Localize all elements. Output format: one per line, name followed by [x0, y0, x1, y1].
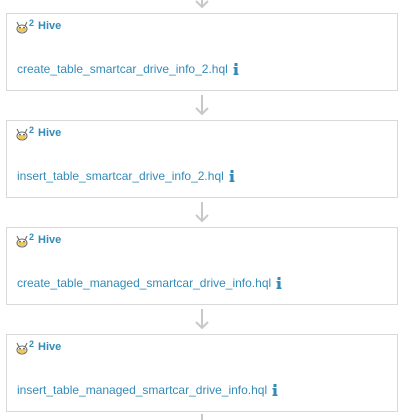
connector-arrow-icon [193, 309, 211, 331]
node-type-label: Hive [38, 20, 62, 32]
node-body: create_table_smartcar_drive_info_2.hql [17, 62, 239, 76]
node-header: 2 Hive [14, 340, 61, 358]
info-icon[interactable] [233, 63, 239, 75]
workflow-node-1[interactable]: 2 Hive create_table_smartcar_drive_info_… [6, 13, 398, 91]
hive-bee-icon [14, 341, 30, 357]
hive-bee-icon [14, 20, 30, 36]
node-body: create_table_managed_smartcar_drive_info… [17, 276, 282, 290]
node-badge: 2 [29, 125, 35, 135]
workflow-node-2[interactable]: 2 Hive insert_table_smartcar_drive_info_… [6, 120, 398, 198]
connector-arrow-icon [193, 0, 211, 10]
node-header: 2 Hive [14, 19, 61, 37]
node-body: insert_table_managed_smartcar_drive_info… [17, 383, 278, 397]
connector-arrow-icon [193, 95, 211, 117]
script-name-link[interactable]: insert_table_managed_smartcar_drive_info… [17, 383, 268, 397]
node-badge: 2 [29, 339, 35, 349]
connector-arrow-icon [193, 202, 211, 224]
connector-arrow-icon [193, 414, 211, 420]
workflow-node-3[interactable]: 2 Hive create_table_managed_smartcar_dri… [6, 227, 398, 305]
node-badge: 2 [29, 232, 35, 242]
node-type-label: Hive [38, 127, 62, 139]
node-type-label: Hive [38, 341, 62, 353]
hive-bee-icon [14, 127, 30, 143]
script-name-link[interactable]: create_table_smartcar_drive_info_2.hql [17, 62, 228, 76]
info-icon[interactable] [276, 277, 282, 289]
info-icon[interactable] [272, 384, 278, 396]
info-icon[interactable] [229, 170, 235, 182]
node-type-label: Hive [38, 234, 62, 246]
workflow-node-4[interactable]: 2 Hive insert_table_managed_smartcar_dri… [6, 334, 398, 412]
script-name-link[interactable]: insert_table_smartcar_drive_info_2.hql [17, 169, 224, 183]
node-header: 2 Hive [14, 126, 61, 144]
script-name-link[interactable]: create_table_managed_smartcar_drive_info… [17, 276, 272, 290]
node-badge: 2 [29, 18, 35, 28]
hive-bee-icon [14, 234, 30, 250]
node-body: insert_table_smartcar_drive_info_2.hql [17, 169, 235, 183]
node-header: 2 Hive [14, 233, 61, 251]
